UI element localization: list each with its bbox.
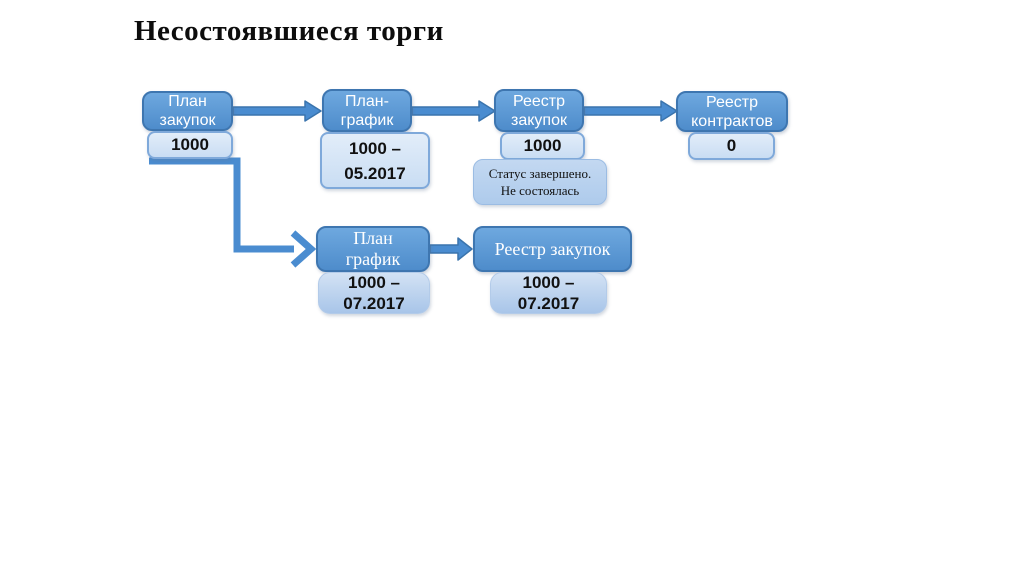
arrow-plan-grafik-to-reestr-zakupok-icon — [411, 100, 496, 122]
elbow-connector-to-branch2 — [149, 157, 294, 253]
node-plan-grafik2-value: 1000 – 07.2017 — [318, 272, 430, 314]
arrow-plan-zakupok-to-plan-grafik-icon — [232, 100, 322, 122]
node-reestr-zakupok2-header: Реестр закупок — [473, 226, 632, 272]
arrow-reestr-zakupok-to-reestr-kontraktov-icon — [583, 100, 678, 122]
node-plan-grafik2-header: План график — [316, 226, 430, 272]
elbow-connector-arrowhead-icon — [290, 230, 317, 268]
node-plan-zakupok-value: 1000 — [147, 131, 233, 159]
node-reestr-kontraktov-value: 0 — [688, 132, 775, 160]
slide-title: Несостоявшиеся торги — [134, 15, 444, 47]
node-reestr-zakupok2-value: 1000 – 07.2017 — [490, 272, 607, 314]
node-reestr-kontraktov-header: Реестр контрактов — [676, 91, 788, 132]
node-reestr-zakupok-header: Реестр закупок — [494, 89, 584, 132]
node-reestr-zakupok-status-note: Статус завершено. Не состоялась — [473, 159, 607, 205]
node-plan-zakupok-header: План закупок — [142, 91, 233, 131]
node-reestr-zakupok-value: 1000 — [500, 132, 585, 160]
node-plan-grafik-value: 1000 – 05.2017 — [320, 132, 430, 189]
node-plan-grafik-header: План- график — [322, 89, 412, 132]
arrow-plan-grafik2-to-reestr-zakupok2-icon — [429, 237, 473, 261]
